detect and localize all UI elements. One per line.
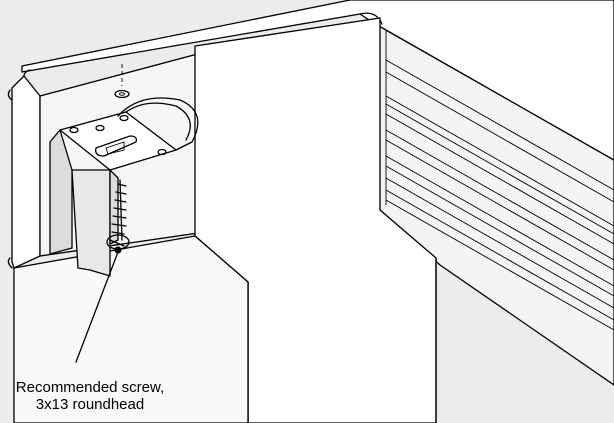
callout-line-1: Recommended screw,	[15, 379, 165, 396]
screw-callout: Recommended screw, 3x13 roundhead	[0, 379, 210, 413]
clip-ring	[117, 97, 199, 151]
washer	[114, 64, 130, 99]
rear-skirt	[13, 235, 249, 423]
end-cap	[7, 75, 41, 269]
headrail-profile	[371, 21, 614, 386]
screw	[106, 179, 130, 254]
mounting-bracket	[49, 111, 177, 277]
callout-line-2: 3x13 roundhead	[35, 396, 145, 413]
callout-leader	[75, 251, 119, 363]
